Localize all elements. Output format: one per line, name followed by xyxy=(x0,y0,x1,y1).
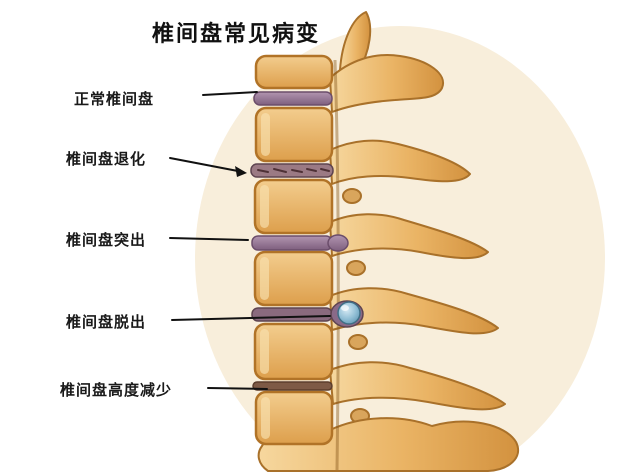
disc-cracks xyxy=(257,168,330,173)
vertebral-body xyxy=(254,106,334,163)
label-disc-height-loss: 椎间盘高度减少 xyxy=(60,381,173,399)
vertebral-body xyxy=(254,54,334,90)
prolapsed-nucleus-shape xyxy=(337,301,361,325)
vertebral-body xyxy=(254,390,334,446)
vertebral-body xyxy=(253,178,334,235)
leader-line-normal-disc xyxy=(202,91,258,96)
spinal-canal-shading xyxy=(333,59,340,471)
leader-line-disc-protrusion xyxy=(169,237,249,241)
leader-line-disc-prolapse xyxy=(171,315,331,321)
vertebral-body xyxy=(253,250,334,307)
spinous-process xyxy=(329,361,506,411)
thin-disc-shape xyxy=(252,381,333,391)
label-normal-disc: 正常椎间盘 xyxy=(74,90,155,108)
facet-joint xyxy=(342,188,362,204)
protruded-disc-shape xyxy=(251,235,333,251)
spinous-process xyxy=(329,139,471,185)
prolapsed-disc-shape xyxy=(251,307,333,322)
vertebral-bodies xyxy=(253,54,334,446)
diagram-title: 椎间盘常见病变 xyxy=(152,22,321,47)
leader-arrowhead xyxy=(235,166,247,177)
label-disc-prolapse: 椎间盘脱出 xyxy=(66,313,147,331)
disc-bulge xyxy=(327,234,349,252)
posterior-processes xyxy=(329,11,506,424)
leader-line-disc-height-loss xyxy=(207,387,268,390)
label-disc-protrusion: 椎间盘突出 xyxy=(66,231,147,249)
normal-disc-shape xyxy=(253,91,333,106)
nucleus-highlight xyxy=(341,305,349,311)
spinous-process xyxy=(329,54,445,113)
spinous-process xyxy=(329,287,499,335)
vertebral-body xyxy=(253,322,334,381)
facet-joint xyxy=(348,334,368,350)
discs xyxy=(250,91,364,391)
facet-joint xyxy=(346,260,366,276)
leader-line-disc-degeneration xyxy=(169,157,244,173)
bone-highlights xyxy=(260,113,270,439)
label-disc-degeneration: 椎间盘退化 xyxy=(66,150,147,168)
spinous-process xyxy=(329,213,489,260)
leader-lines xyxy=(169,91,331,390)
